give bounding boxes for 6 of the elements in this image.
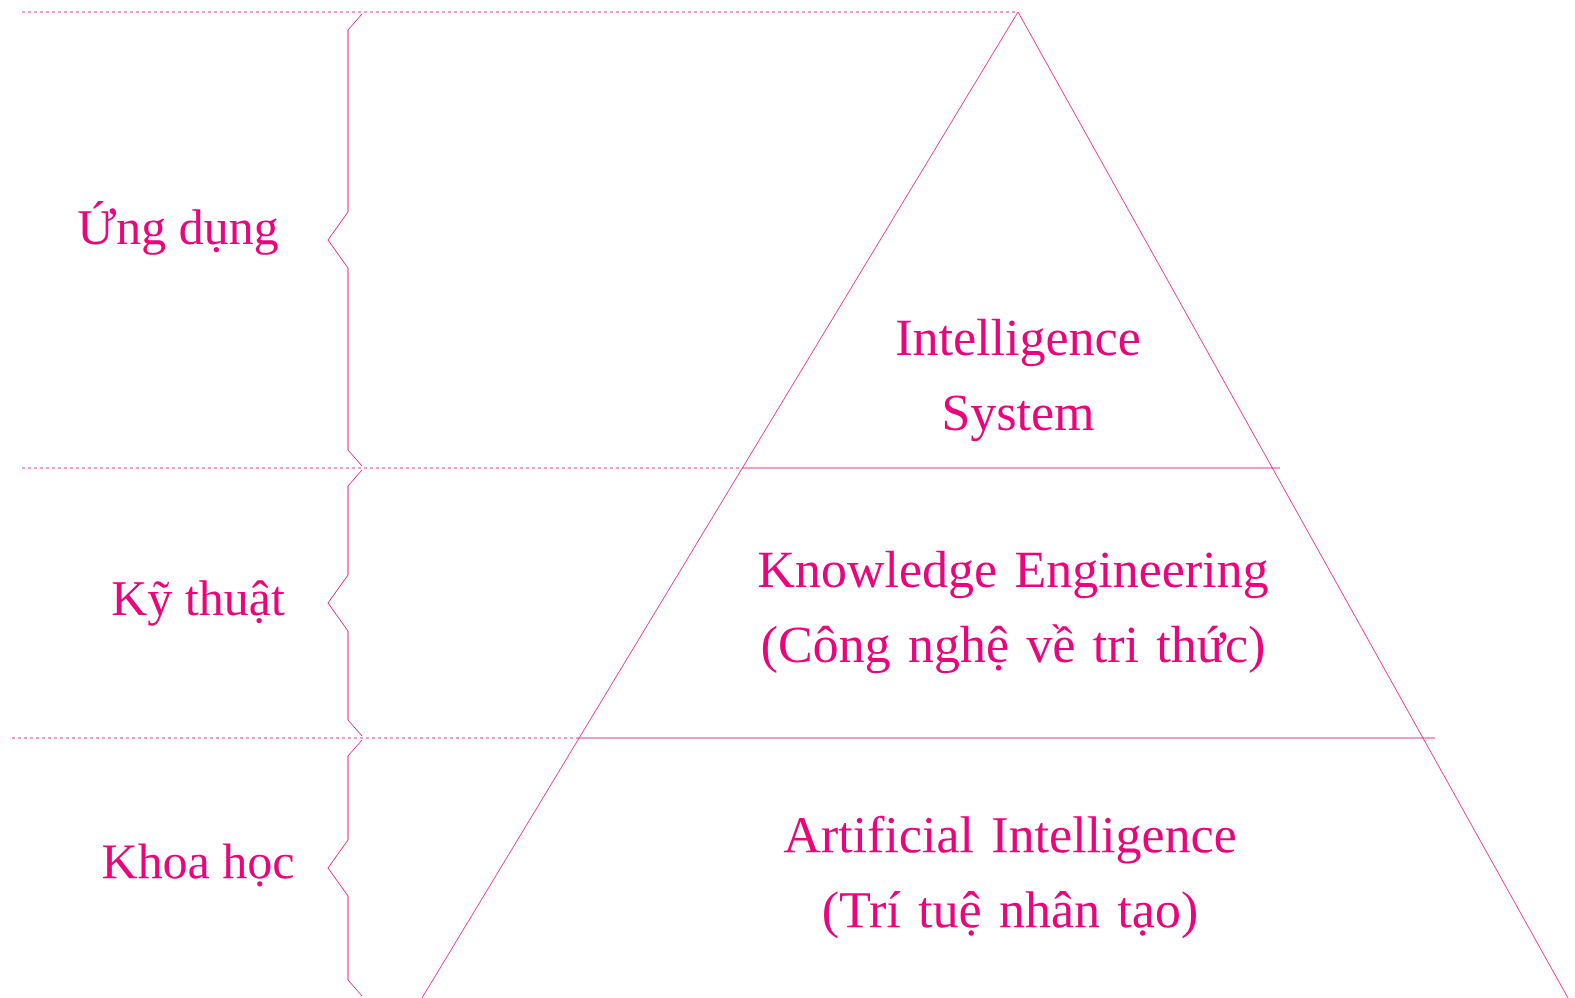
band-text: Artificial Intelligence (Trí tuệ nhân tạo)	[783, 815, 1235, 939]
level-label: Kỹ thuật	[112, 580, 285, 626]
band-text: Intelligence System	[897, 318, 1139, 442]
level-label: Ứng dụng	[78, 201, 278, 255]
band-text: Knowledge Engineering (Công nghệ về tri thức)	[758, 550, 1268, 674]
level-label: Khoa học	[102, 843, 293, 887]
